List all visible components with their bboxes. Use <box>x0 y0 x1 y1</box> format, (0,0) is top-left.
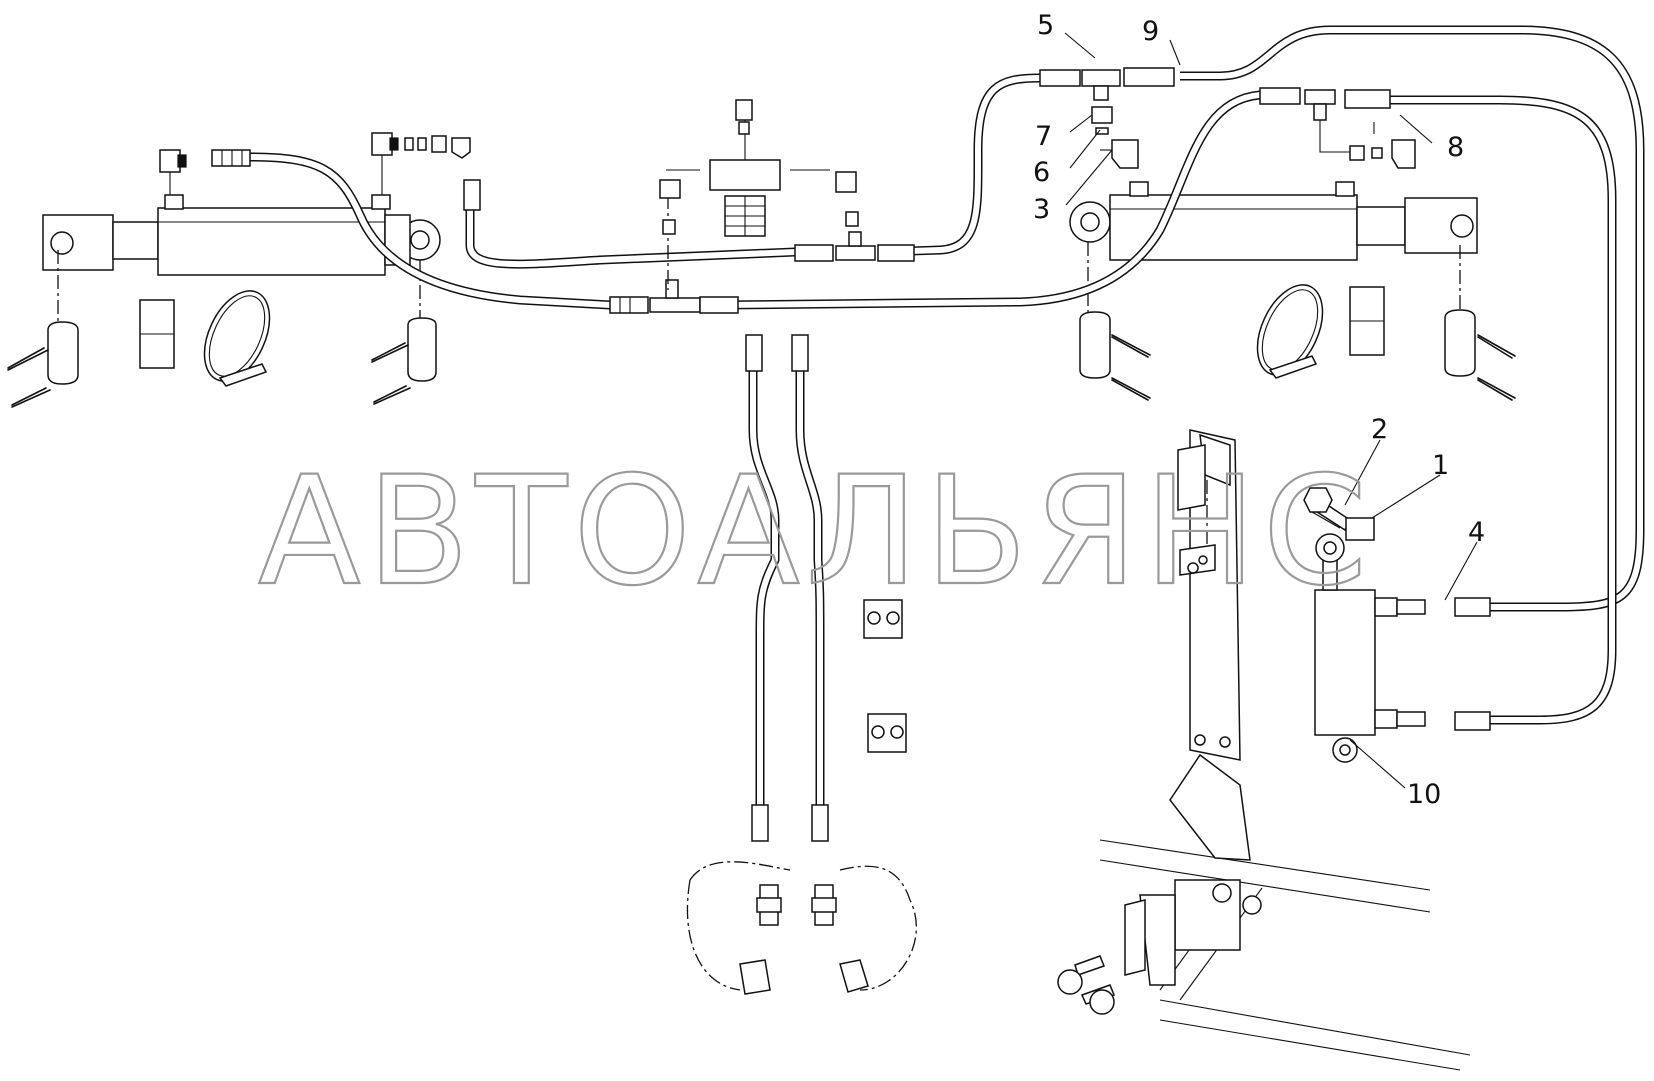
lift-cylinder-10 <box>1303 487 1491 763</box>
hose-fittings <box>211 67 1416 842</box>
callout-labels: 5 9 7 6 3 8 2 1 4 10 <box>1033 10 1485 810</box>
hose-lines <box>249 25 1645 805</box>
left-pins-and-clamp <box>7 290 437 408</box>
right-pins-and-clamp <box>1079 284 1516 401</box>
small-plates <box>863 599 907 753</box>
mounting-plate <box>1177 429 1241 761</box>
callout-7: 7 <box>1035 121 1052 152</box>
callout-10: 10 <box>1407 779 1441 810</box>
quick-couplers <box>686 861 917 995</box>
callout-4: 4 <box>1468 517 1485 548</box>
callout-8: 8 <box>1447 132 1464 163</box>
leader-lines <box>1064 32 1478 789</box>
callout-1: 1 <box>1432 450 1449 481</box>
callout-2: 2 <box>1371 414 1388 445</box>
right-hydraulic-cylinder <box>1069 181 1478 320</box>
callout-3: 3 <box>1033 194 1050 225</box>
frame-bracket-assembly <box>1057 753 1471 1071</box>
watermark: АВТОАЛЬЯНС <box>258 445 1373 619</box>
callout-9: 9 <box>1142 16 1159 47</box>
left-hydraulic-cylinder <box>42 132 471 350</box>
callout-6: 6 <box>1033 157 1050 188</box>
callout-5: 5 <box>1037 10 1054 41</box>
